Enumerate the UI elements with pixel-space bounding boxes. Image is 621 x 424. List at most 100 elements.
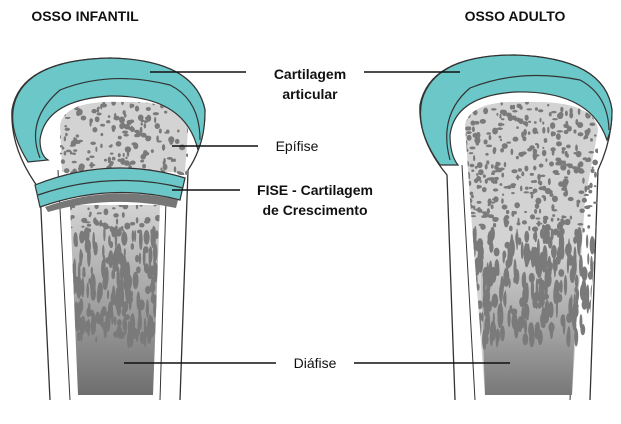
bone-pore: [523, 191, 529, 194]
bone-pore: [593, 134, 597, 137]
bone-pore: [500, 148, 505, 153]
bone-pore: [479, 180, 482, 183]
bone-pore: [507, 246, 510, 255]
bone-pore: [64, 125, 68, 128]
bone-pore: [121, 307, 126, 317]
bone-pore: [574, 286, 578, 293]
bone-pore: [507, 250, 513, 267]
bone-pore: [570, 294, 573, 309]
bone-pore: [187, 240, 188, 252]
bone-pore: [537, 330, 542, 340]
bone-pore: [593, 201, 598, 204]
bone-pore: [99, 309, 104, 328]
bone-pore: [561, 147, 566, 151]
bone-pore: [524, 186, 529, 190]
bone-pore: [576, 199, 581, 204]
bone-pore: [541, 306, 546, 325]
bone-pore: [562, 215, 567, 219]
bone-pore: [113, 316, 117, 326]
bone-pore: [509, 238, 513, 249]
bone-pore: [482, 292, 486, 311]
bone-pore: [188, 239, 192, 256]
bone-pore: [494, 164, 498, 170]
bone-pore: [596, 315, 598, 336]
bone-pore: [111, 285, 116, 303]
bone-pore: [471, 126, 475, 133]
bone-pore: [475, 141, 480, 146]
leader-lines: [124, 71, 510, 364]
bone-pore: [185, 286, 188, 294]
bone-pore: [123, 113, 127, 118]
bone-pore: [563, 274, 568, 296]
bone-pore: [505, 209, 510, 215]
bone-pore: [186, 213, 188, 218]
bone-pore: [535, 217, 541, 220]
bone-pore: [524, 114, 529, 121]
bone-pore: [533, 165, 537, 171]
bone-pore: [93, 241, 98, 256]
bone-pore: [503, 267, 510, 287]
bone-pore: [516, 118, 522, 123]
bone-pore: [587, 205, 593, 208]
bone-pore: [536, 222, 543, 225]
bone-pore: [499, 183, 503, 186]
bone-pore: [513, 210, 517, 215]
bone-pore: [514, 268, 520, 285]
bone-pore: [484, 163, 488, 170]
bone-pore: [146, 114, 152, 122]
bone-pore: [476, 200, 482, 204]
label-epiphysis: Epífise: [275, 138, 319, 154]
bone-pore: [582, 157, 588, 161]
bone-pore: [588, 189, 593, 194]
bone-pore: [135, 217, 139, 224]
bone-pore: [496, 127, 503, 130]
bone-pore: [185, 307, 188, 327]
bone-pore: [129, 160, 136, 165]
title-child-bone: OSSO INFANTIL: [31, 8, 139, 24]
bone-pore: [560, 106, 564, 113]
bone-pore: [479, 119, 487, 124]
bone-pore: [511, 169, 518, 174]
bone-pore: [538, 208, 542, 214]
bone-pore: [578, 190, 585, 194]
bone-pore: [537, 173, 541, 181]
bone-pore: [114, 225, 118, 231]
bone-pore: [509, 305, 513, 314]
bone-pore: [96, 112, 102, 116]
bone-pore: [577, 222, 584, 226]
bone-pore: [556, 130, 563, 133]
bone-pore: [100, 143, 103, 149]
bone-pore: [478, 169, 484, 176]
bone-pore: [543, 137, 548, 144]
bone-pore: [492, 127, 498, 135]
bone-pore: [160, 167, 163, 171]
bone-pore: [563, 191, 568, 197]
bone-pore: [134, 105, 140, 112]
bone-pore: [155, 230, 159, 240]
bone-pore: [597, 223, 598, 230]
bone-pore: [524, 210, 528, 214]
bone-pore: [111, 156, 116, 161]
bone-pore: [69, 151, 73, 155]
bone-pore: [532, 148, 538, 155]
bone-pore: [83, 227, 90, 243]
bone-pore: [506, 141, 512, 144]
bone-pore: [120, 159, 127, 165]
bone-pore: [109, 152, 114, 155]
child-growth-plate: [34, 167, 186, 208]
bone-pore: [520, 241, 524, 260]
bone-pore: [158, 128, 162, 134]
bone-pore: [121, 231, 128, 246]
bone-pore: [522, 121, 527, 126]
bone-pore: [501, 278, 505, 289]
bone-pore: [537, 278, 544, 285]
bone-pore: [465, 133, 467, 137]
bone-pore: [498, 135, 502, 139]
bone-pore: [590, 138, 593, 142]
bone-pore: [516, 174, 519, 181]
bone-pore: [79, 230, 85, 244]
bone-pore: [550, 228, 554, 241]
bone-pore: [550, 217, 554, 222]
bone-pore: [566, 332, 571, 343]
bone-pore: [575, 118, 579, 126]
